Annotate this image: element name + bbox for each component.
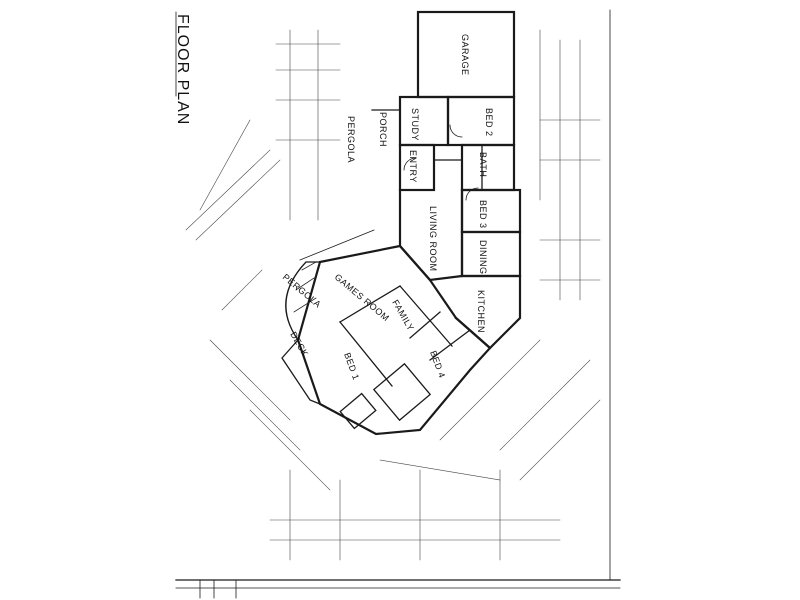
pergola-beam-3	[293, 297, 317, 313]
bed2-label: BED 2	[484, 108, 494, 137]
family-bed4-wall	[399, 285, 453, 347]
pergola-beam-2	[295, 277, 315, 291]
study-label: STUDY	[410, 108, 420, 141]
pergola-beam-1	[301, 261, 317, 271]
bed1-label: BED 1	[342, 351, 361, 381]
ensuite-walls	[372, 362, 432, 422]
lower-wing-outline	[296, 244, 492, 436]
bed4-wall-2	[429, 329, 471, 361]
pergola-left-outline	[285, 261, 321, 341]
pergola-top-beam	[299, 229, 375, 261]
wir-walls	[339, 392, 377, 430]
deck-outline	[281, 339, 321, 405]
living-room-label: LIVING ROOM	[428, 206, 438, 272]
bed4-label: BED 4	[428, 349, 447, 379]
bed4-wall-1	[409, 311, 441, 339]
bed2-walls	[446, 95, 516, 147]
dimension-lines	[185, 29, 601, 561]
study-walls	[398, 95, 450, 147]
games-family-wall	[339, 285, 401, 323]
garage-label: GARAGE	[460, 34, 470, 76]
entry-walls	[398, 143, 436, 192]
bed3-door-swing	[465, 187, 479, 201]
dining-label: DINING	[478, 240, 488, 275]
pergola-top-label: PERGOLA	[346, 116, 356, 163]
porch-label: PORCH	[378, 112, 388, 147]
pergola-left-label: PERGOLA	[281, 272, 323, 310]
deck-label: DECK	[288, 330, 310, 358]
kitchen-label: KITCHEN	[476, 290, 486, 333]
kitchen-walls	[454, 274, 522, 350]
bed3-walls	[460, 188, 522, 234]
entry-label: ENTRY	[408, 150, 418, 183]
bath-label: BATH	[478, 152, 488, 177]
bed2-door-swing	[449, 124, 463, 138]
games-room-label: GAMES ROOM	[333, 272, 392, 323]
bed1-wall	[339, 321, 393, 387]
dining-walls	[460, 230, 522, 278]
bed3-label: BED 3	[478, 200, 488, 229]
family-label: FAMILY	[390, 298, 416, 333]
plan-title: FLOOR PLAN	[174, 14, 191, 125]
entry-door-swing	[403, 157, 417, 171]
